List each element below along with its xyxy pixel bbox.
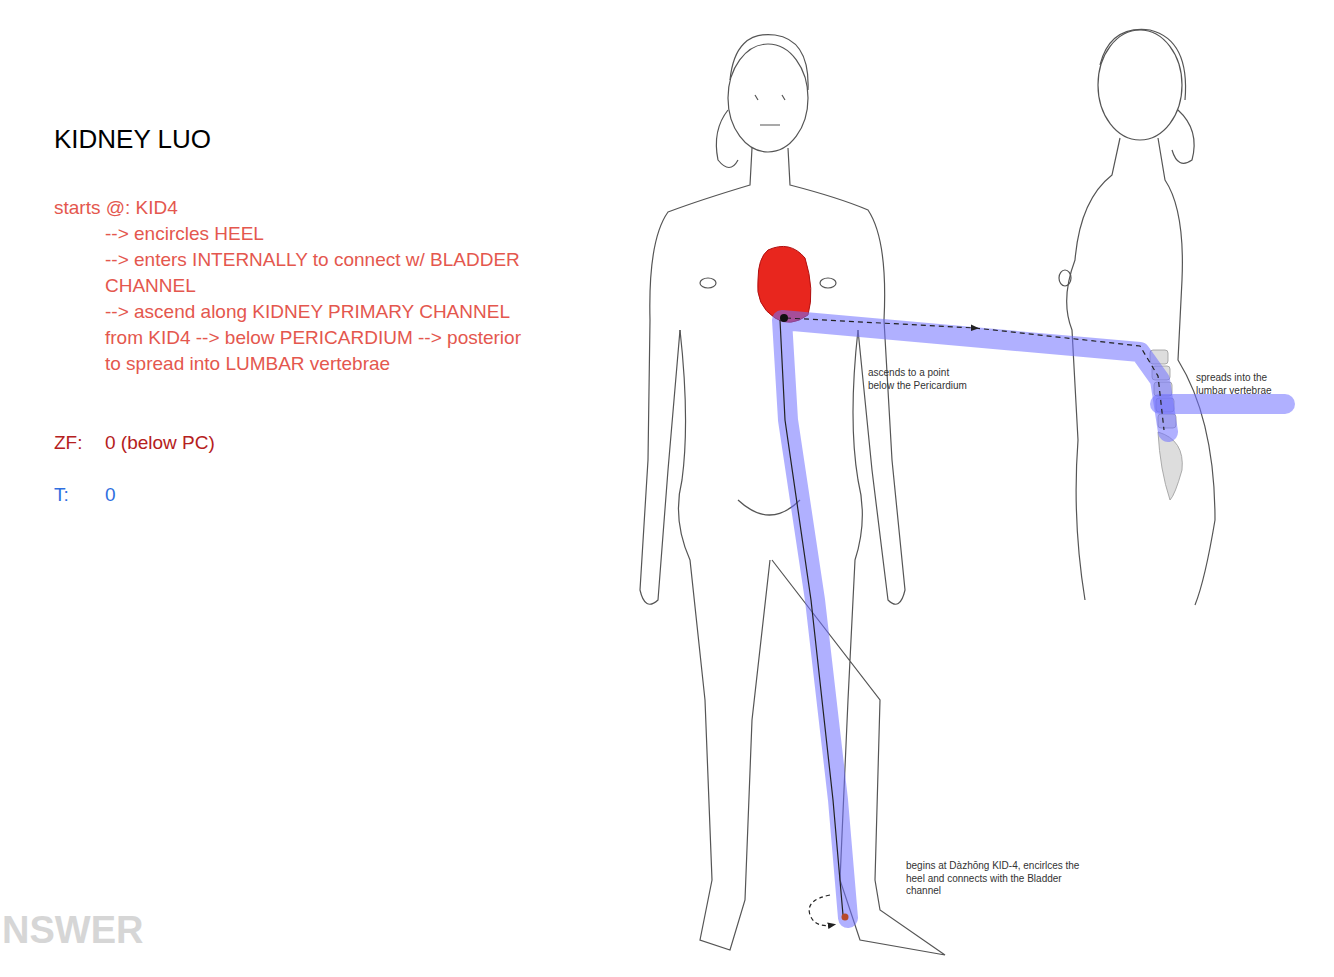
point-dot	[780, 314, 788, 322]
luo-channel-band	[782, 320, 1285, 918]
annotation: begins at Dàzhōng KID-4, encirlces the h…	[906, 860, 1091, 898]
heel-circle	[809, 895, 832, 926]
watermark: NSWER	[2, 910, 202, 952]
field-value: 0 (below PC)	[105, 430, 305, 456]
side-figure	[1059, 29, 1215, 605]
field-name: ZF:	[54, 430, 104, 456]
field-value: 0	[105, 482, 205, 508]
path-step: --> encircles HEEL	[105, 221, 525, 247]
path-step: starts @: KID4	[54, 195, 454, 221]
dashed-route	[975, 328, 1164, 430]
title: KIDNEY LUO	[54, 124, 211, 155]
path-step: --> enters INTERNALLY to connect w/ BLAD…	[105, 247, 525, 299]
path-step: --> ascend along KIDNEY PRIMARY CHANNEL …	[105, 299, 530, 378]
dashed-route	[786, 318, 975, 328]
kid4-dot	[842, 914, 849, 921]
annotation: ascends to a point below the Pericardium	[868, 367, 968, 392]
annotation: spreads into the lumbar vertebrae	[1196, 372, 1292, 397]
channel-line	[780, 320, 843, 915]
field-name: T:	[54, 482, 104, 508]
